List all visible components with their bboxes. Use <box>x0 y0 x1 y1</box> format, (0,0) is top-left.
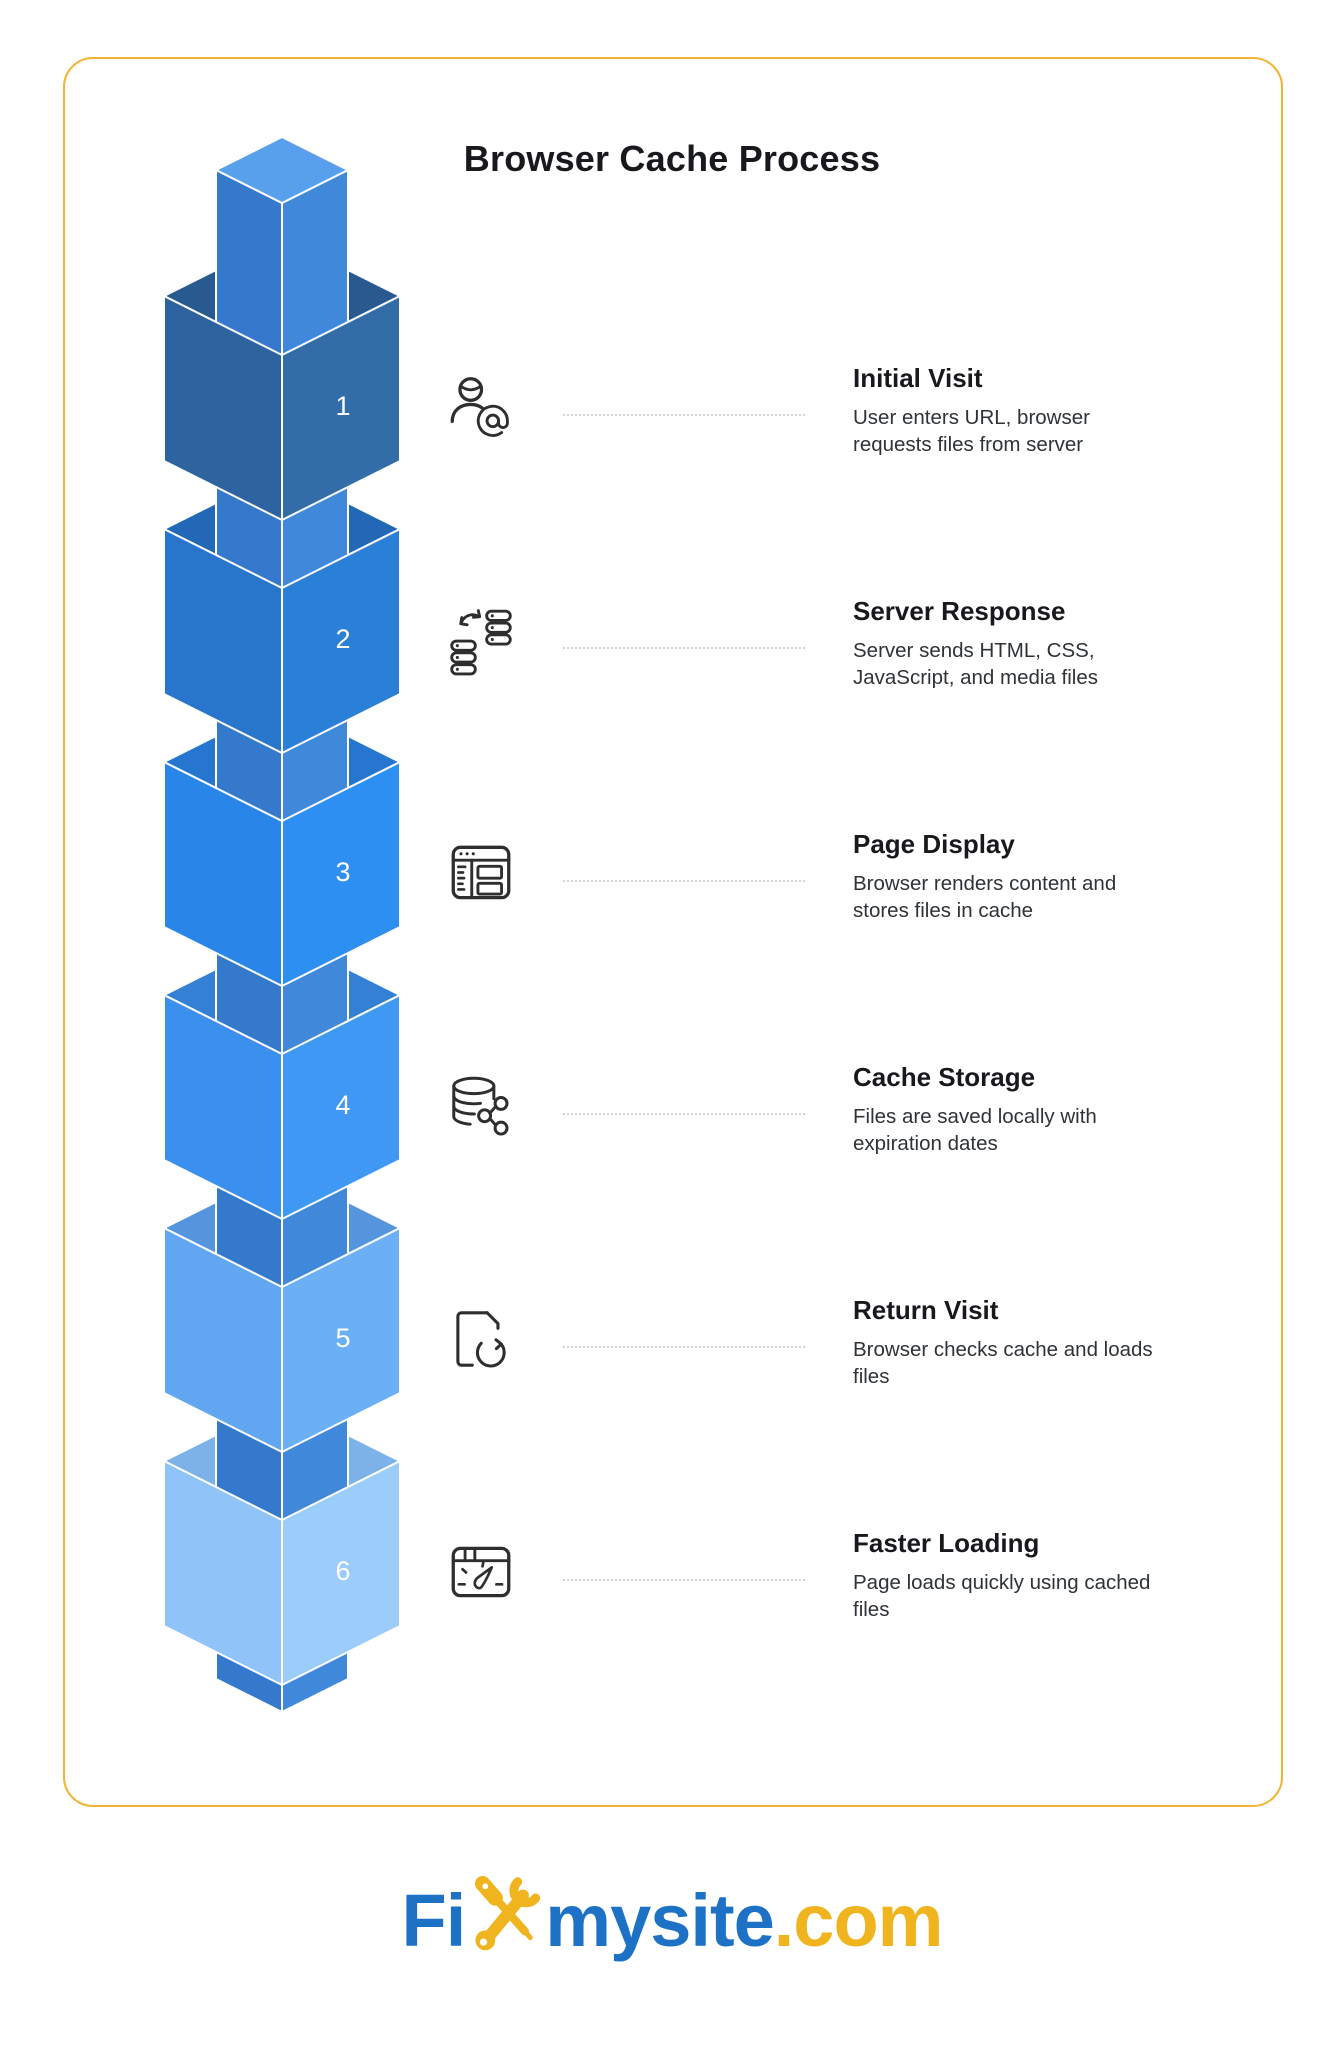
file-refresh-icon <box>456 1311 506 1368</box>
logo-text-fi: Fi <box>401 1879 467 1962</box>
browser-layout-icon <box>451 845 511 900</box>
step-icon <box>444 603 518 677</box>
logo-text-com: .com <box>773 1879 944 1962</box>
step-icon <box>444 1069 518 1143</box>
step-title: Server Response <box>853 596 1066 626</box>
logo-text-mysite: mysite <box>545 1879 774 1962</box>
page-title: Browser Cache Process <box>463 138 881 179</box>
step-row-2: Server Response Server sends HTML, CSS, … <box>0 595 1344 735</box>
block-right-face <box>281 994 401 1220</box>
tower-block-4: 4 <box>163 932 401 1220</box>
step-row-3: Page Display Browser renders content and… <box>0 828 1344 968</box>
block-number: 2 <box>335 624 350 654</box>
fixmysite-logo: Fi mysite .com <box>0 1875 1344 1963</box>
dotted-connector <box>563 414 805 416</box>
step-description: Page loads quickly using cached files <box>853 1571 1151 1621</box>
step-row-6: Faster Loading Page loads quickly using … <box>0 1527 1344 1667</box>
speedometer-browser-icon <box>451 1546 511 1598</box>
step-icon <box>444 1302 518 1376</box>
tower-block-2: 2 <box>163 466 401 754</box>
dotted-connector <box>563 647 805 649</box>
step-row-4: Cache Storage Files are saved locally wi… <box>0 1061 1344 1201</box>
dotted-connector <box>563 1113 805 1115</box>
wrench-screwdriver-icon <box>475 1875 541 1950</box>
step-row-5: Return Visit Browser checks cache and lo… <box>0 1294 1344 1434</box>
tower-block-1: 1 <box>163 136 401 521</box>
block-right-face <box>281 761 401 987</box>
block-right-face <box>281 1460 401 1686</box>
block-right-face <box>281 1227 401 1453</box>
tower-block-5: 5 <box>163 1165 401 1453</box>
block-number: 3 <box>335 857 350 887</box>
dotted-connector <box>563 1346 805 1348</box>
step-icon <box>444 836 518 910</box>
block-tower: 6 5 4 3 <box>163 136 401 1713</box>
block-number: 1 <box>335 391 350 421</box>
user-at-icon <box>450 377 509 437</box>
cache-database-icon <box>452 1076 509 1136</box>
step-description: User enters URL, browser requests files … <box>853 406 1090 456</box>
step-description: Browser checks cache and loads files <box>853 1338 1153 1388</box>
block-number: 6 <box>335 1556 350 1586</box>
step-title: Initial Visit <box>853 363 983 393</box>
column-top-face <box>215 136 349 204</box>
dotted-connector <box>563 880 805 882</box>
step-title: Faster Loading <box>853 1528 1040 1558</box>
block-number: 4 <box>335 1090 350 1120</box>
step-title: Page Display <box>853 829 1015 859</box>
step-description: Server sends HTML, CSS, JavaScript, and … <box>853 639 1098 689</box>
block-right-face <box>281 528 401 754</box>
step-description: Browser renders content and stores files… <box>853 872 1117 922</box>
dotted-connector <box>563 1579 805 1581</box>
block-number: 5 <box>335 1323 350 1353</box>
tower-block-3: 3 <box>163 699 401 987</box>
server-transfer-icon <box>450 609 512 676</box>
step-icon <box>444 370 518 444</box>
tower-block-6: 6 <box>163 1398 401 1686</box>
step-title: Return Visit <box>853 1295 999 1325</box>
step-title: Cache Storage <box>853 1062 1036 1092</box>
step-icon <box>444 1535 518 1609</box>
block-right-face <box>281 295 401 521</box>
step-row-1: Initial Visit User enters URL, browser r… <box>0 362 1344 502</box>
step-description: Files are saved locally with expiration … <box>853 1105 1097 1155</box>
